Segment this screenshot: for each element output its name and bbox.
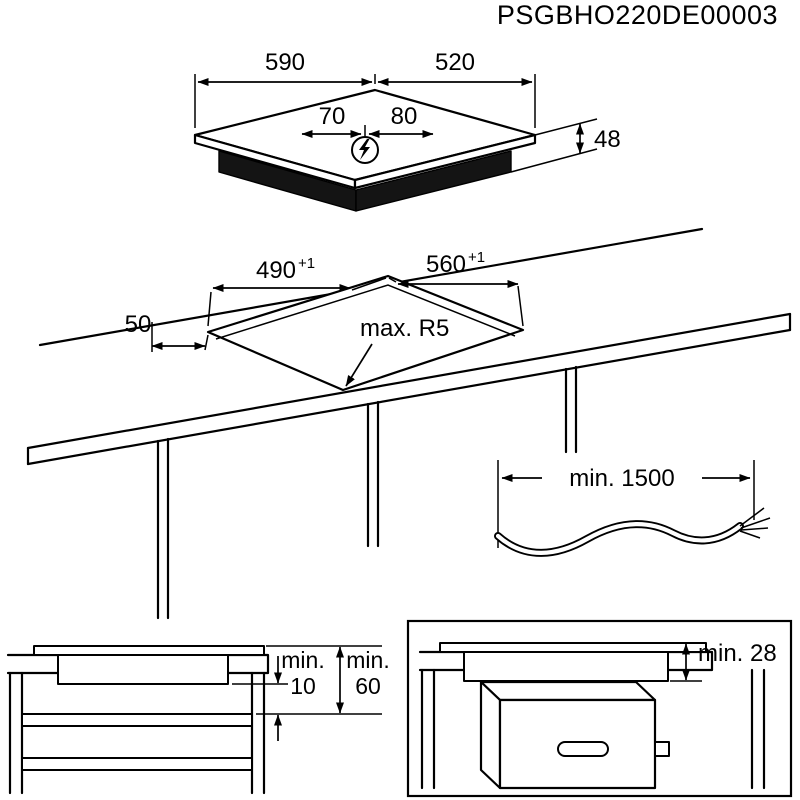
worktop-front-edge — [26, 312, 792, 450]
hob-depth-label: 520 — [435, 49, 475, 76]
drawer-front — [21, 713, 253, 727]
cutout-width-tolerance: +1 — [468, 249, 485, 266]
hob-isometric-view: 590 520 70 80 48 — [193, 49, 621, 212]
cable-length-label: min. 1500 — [569, 465, 674, 492]
mains-offset-b-label: 80 — [391, 103, 418, 130]
drawer-clearance-section: min. 10 min. 60 — [6, 645, 390, 795]
cutout-inner-edge — [215, 284, 516, 340]
section-border — [406, 619, 793, 798]
corner-radius-leader — [345, 343, 373, 387]
cabinet-left-panel — [420, 668, 436, 790]
hob-glass-section — [33, 645, 265, 656]
oven-side-knob — [654, 741, 670, 757]
hob-body-section — [57, 654, 229, 685]
gap-value-label: 10 — [290, 673, 316, 699]
depth-value-label: 60 — [355, 673, 381, 699]
cutout-width-label: 560 — [426, 251, 466, 278]
hob-glass-section — [439, 642, 707, 653]
oven-top-face — [479, 680, 657, 702]
cutout-depth-label: 490 — [256, 257, 296, 284]
product-code: PSGBHO220DE00003 — [497, 0, 778, 30]
power-cable-view: min. 1500 — [494, 460, 771, 557]
table-leg — [564, 365, 578, 454]
depth-min-label: min. — [346, 647, 389, 673]
cabinet-right-panel — [750, 668, 766, 790]
rear-distance-label: 50 — [125, 311, 152, 338]
table-leg — [366, 400, 380, 548]
lightning-bolt-icon — [359, 139, 370, 160]
mains-offset-a-label: 70 — [319, 103, 346, 130]
hob-width-label: 590 — [265, 49, 305, 76]
hob-height-label: 48 — [594, 126, 621, 153]
corner-radius-label: max. R5 — [360, 315, 449, 342]
cable-wire-ends — [739, 507, 771, 539]
oven-clearance-section: min. 28 — [406, 619, 793, 798]
table-leg — [156, 437, 170, 620]
cutout-opening — [206, 274, 525, 392]
oven-clearance-label: min. 28 — [698, 640, 777, 667]
worktop-cutout-view: 490 +1 560 +1 50 max. R5 — [26, 227, 792, 620]
oven-left-face — [479, 680, 502, 790]
cabinet-right-panel — [250, 671, 266, 795]
oven-handle — [557, 741, 609, 757]
cutout-depth-tolerance: +1 — [298, 255, 315, 272]
gap-min-label: min. — [281, 647, 324, 673]
hob-glass-edge-right — [353, 133, 537, 190]
cabinet-left-panel — [8, 671, 24, 795]
hob-body-section — [463, 651, 669, 682]
worktop-front-bottom-edge — [26, 328, 792, 466]
drawer-front — [21, 757, 253, 771]
